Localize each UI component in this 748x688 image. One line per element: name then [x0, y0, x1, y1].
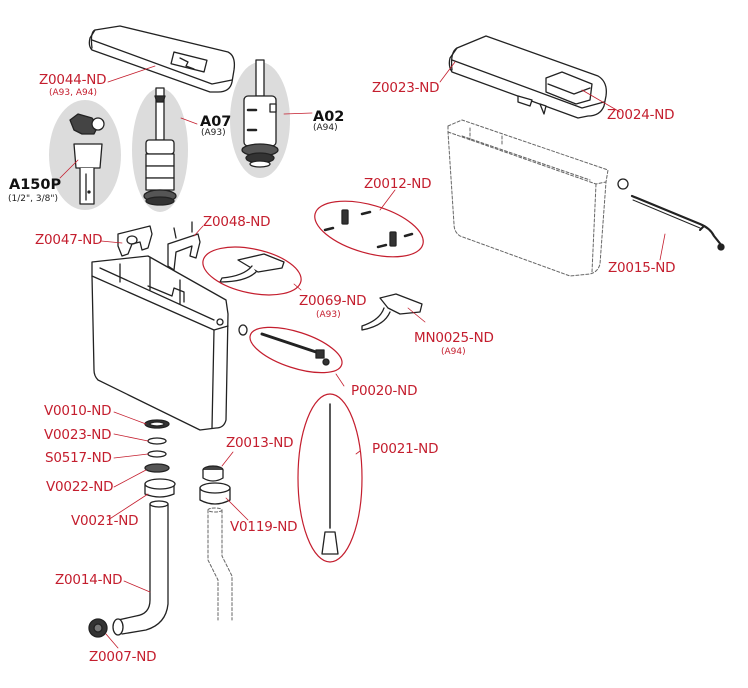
label-z0047: Z0047-ND [35, 232, 103, 248]
label-a150p: A150P [9, 177, 62, 193]
leader-lines [59, 61, 666, 649]
rod-p0020-drawing [260, 332, 330, 366]
seals-pipe-drawing [88, 419, 176, 638]
label-a150p-note: (1/2", 3/8") [8, 194, 58, 204]
label-a07-note: (A93) [201, 128, 226, 138]
lever-z0015-drawing [617, 178, 725, 251]
fill-valve-a150p-drawing [49, 100, 121, 210]
label-s0517: S0517-ND [45, 450, 112, 466]
label-a07: A07 [200, 114, 232, 130]
label-v0119: V0119-ND [230, 519, 298, 535]
lever-mn0025-drawing [361, 293, 423, 331]
lever-z0069-drawing [219, 253, 285, 283]
lid-z0023-drawing [448, 35, 607, 119]
label-z0012: Z0012-ND [364, 176, 432, 192]
label-v0023: V0023-ND [44, 427, 112, 443]
label-v0022: V0022-ND [46, 479, 114, 495]
label-v0010: V0010-ND [44, 403, 112, 419]
flush-valve-a07-drawing [132, 87, 188, 212]
label-z0069: Z0069-ND [299, 293, 367, 309]
bracket-z0048-drawing [167, 221, 201, 271]
flush-valve-a02-drawing [230, 59, 290, 178]
seals-middle-drawing [199, 465, 233, 621]
chain-p0021-drawing [321, 403, 339, 555]
label-z0023: Z0023-ND [372, 80, 440, 96]
cistern-tank-drawing [91, 255, 248, 431]
label-z0069-note: (A93) [316, 310, 341, 320]
bracket-z0047-drawing [117, 225, 153, 257]
label-a02-note: (A94) [313, 123, 338, 133]
button-z0024-drawing [545, 71, 593, 105]
group-ellipses [202, 200, 424, 563]
label-z0015: Z0015-ND [608, 260, 676, 276]
label-z0024: Z0024-ND [607, 107, 675, 123]
label-z0044-note: (A93, A94) [49, 88, 97, 98]
label-p0021: P0021-ND [372, 441, 439, 457]
label-z0007: Z0007-ND [89, 649, 157, 665]
label-z0044: Z0044-ND [39, 72, 107, 88]
label-a02: A02 [313, 109, 345, 125]
label-mn0025: MN0025-ND [414, 330, 494, 346]
dashed-cistern-outline [447, 119, 609, 277]
label-z0048: Z0048-ND [203, 214, 271, 230]
label-p0020: P0020-ND [351, 383, 418, 399]
label-v0021: V0021-ND [71, 513, 139, 529]
lid-z0044-drawing [88, 25, 236, 93]
screws-z0012-drawing [323, 209, 414, 249]
label-mn0025-note: (A94) [441, 347, 466, 357]
label-z0013: Z0013-ND [226, 435, 294, 451]
label-z0014: Z0014-ND [55, 572, 123, 588]
